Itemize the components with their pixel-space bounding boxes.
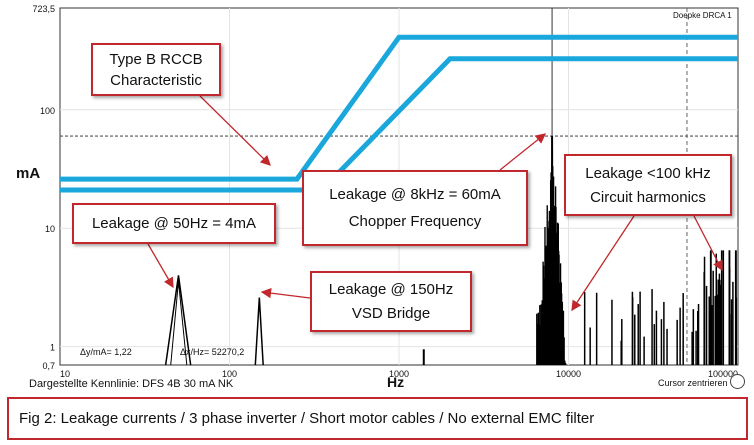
y-tick-label: 100 bbox=[40, 106, 55, 116]
annotation-8khz-line1: Leakage @ 8kHz = 60mA bbox=[329, 186, 501, 203]
delta-y-readout: Δy/mA= 1,22 bbox=[80, 347, 132, 357]
x-tick-label: 10000 bbox=[556, 369, 581, 379]
annotation-150hz-line1: Leakage @ 150Hz bbox=[328, 281, 454, 298]
annotation-50hz: Leakage @ 50Hz = 4mA bbox=[72, 203, 276, 244]
y-tick-label: 10 bbox=[45, 224, 55, 234]
cursor-center-icon[interactable] bbox=[730, 374, 745, 389]
annotation-arrow bbox=[693, 215, 723, 272]
annotation-50hz-line1: Leakage @ 50Hz = 4mA bbox=[91, 215, 257, 232]
y-axis-title: mA bbox=[16, 165, 41, 182]
annotation-100khz-line1: Leakage <100 kHz bbox=[585, 164, 711, 182]
spectrum-peak-50hz bbox=[164, 275, 192, 366]
annotation-arrow bbox=[260, 287, 311, 299]
annotation-150hz: Leakage @ 150Hz VSD Bridge bbox=[310, 271, 472, 332]
annotation-arrow bbox=[199, 95, 271, 166]
x-tick-label: 100 bbox=[222, 369, 237, 379]
annotation-8khz-line2: Chopper Frequency bbox=[348, 213, 482, 230]
rccb-curve-upper bbox=[60, 34, 738, 182]
annotation-rccb: Type B RCCB Characteristic bbox=[91, 43, 221, 96]
y-tick-label: 0,7 bbox=[42, 361, 55, 371]
annotation-arrow bbox=[499, 133, 547, 171]
curve-readout: Dargestellte Kennlinie: DFS 4B 30 mA NK bbox=[29, 378, 234, 390]
figure-caption-text: Fig 2: Leakage currents / 3 phase invert… bbox=[19, 410, 595, 427]
x-tick-label: 100000 bbox=[708, 369, 738, 379]
annotation-rccb-line1: Type B RCCB bbox=[109, 50, 203, 68]
figure-caption: Fig 2: Leakage currents / 3 phase invert… bbox=[7, 397, 748, 440]
spectrum-peak-50hz-inner bbox=[170, 281, 188, 366]
delta-x-readout: Δx/Hz= 52270,2 bbox=[180, 347, 245, 357]
y-tick-label: 1 bbox=[50, 343, 55, 353]
annotation-100khz-line2: Circuit harmonics bbox=[590, 188, 706, 206]
rccb-curve-lower bbox=[60, 56, 738, 193]
y-tick-label: 723,5 bbox=[32, 4, 55, 14]
spectrum-peak-150hz bbox=[254, 297, 264, 366]
cursor-center-button[interactable]: Cursor zentrieren bbox=[658, 378, 728, 388]
annotation-150hz-line2: VSD Bridge bbox=[351, 305, 431, 322]
instrument-label: Doepke DRCA 1 bbox=[673, 11, 732, 20]
annotation-rccb-line2: Characteristic bbox=[110, 71, 202, 89]
annotation-8khz: Leakage @ 8kHz = 60mA Chopper Frequency bbox=[302, 170, 528, 246]
x-tick-label: 1000 bbox=[389, 369, 409, 379]
annotation-100khz: Leakage <100 kHz Circuit harmonics bbox=[564, 154, 732, 216]
annotation-arrow bbox=[571, 215, 635, 312]
annotation-arrow bbox=[147, 243, 174, 289]
x-axis-title: Hz bbox=[387, 374, 405, 390]
x-tick-label: 10 bbox=[60, 369, 70, 379]
